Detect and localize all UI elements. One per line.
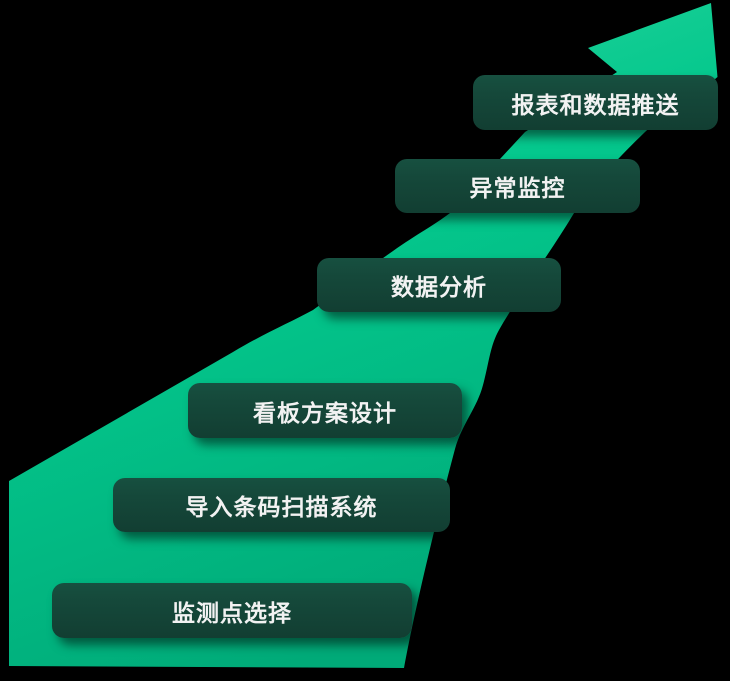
step-label: 监测点选择 (172, 600, 292, 627)
step-label: 导入条码扫描系统 (185, 495, 378, 521)
step-box-import-barcode-scan-system: 导入条码扫描系统 (113, 478, 450, 532)
step-label: 数据分析 (391, 275, 487, 301)
step-box-kanban-scheme-design: 看板方案设计 (188, 383, 462, 438)
step-label: 看板方案设计 (253, 400, 397, 427)
step-label: 异常监控 (469, 176, 566, 202)
step-box-anomaly-monitoring: 异常监控 (395, 159, 640, 213)
step-box-report-and-data-push: 报表和数据推送 (473, 75, 718, 130)
step-label: 报表和数据推送 (511, 92, 680, 119)
step-box-monitoring-point-selection: 监测点选择 (52, 583, 412, 638)
step-box-data-analysis: 数据分析 (317, 258, 561, 312)
